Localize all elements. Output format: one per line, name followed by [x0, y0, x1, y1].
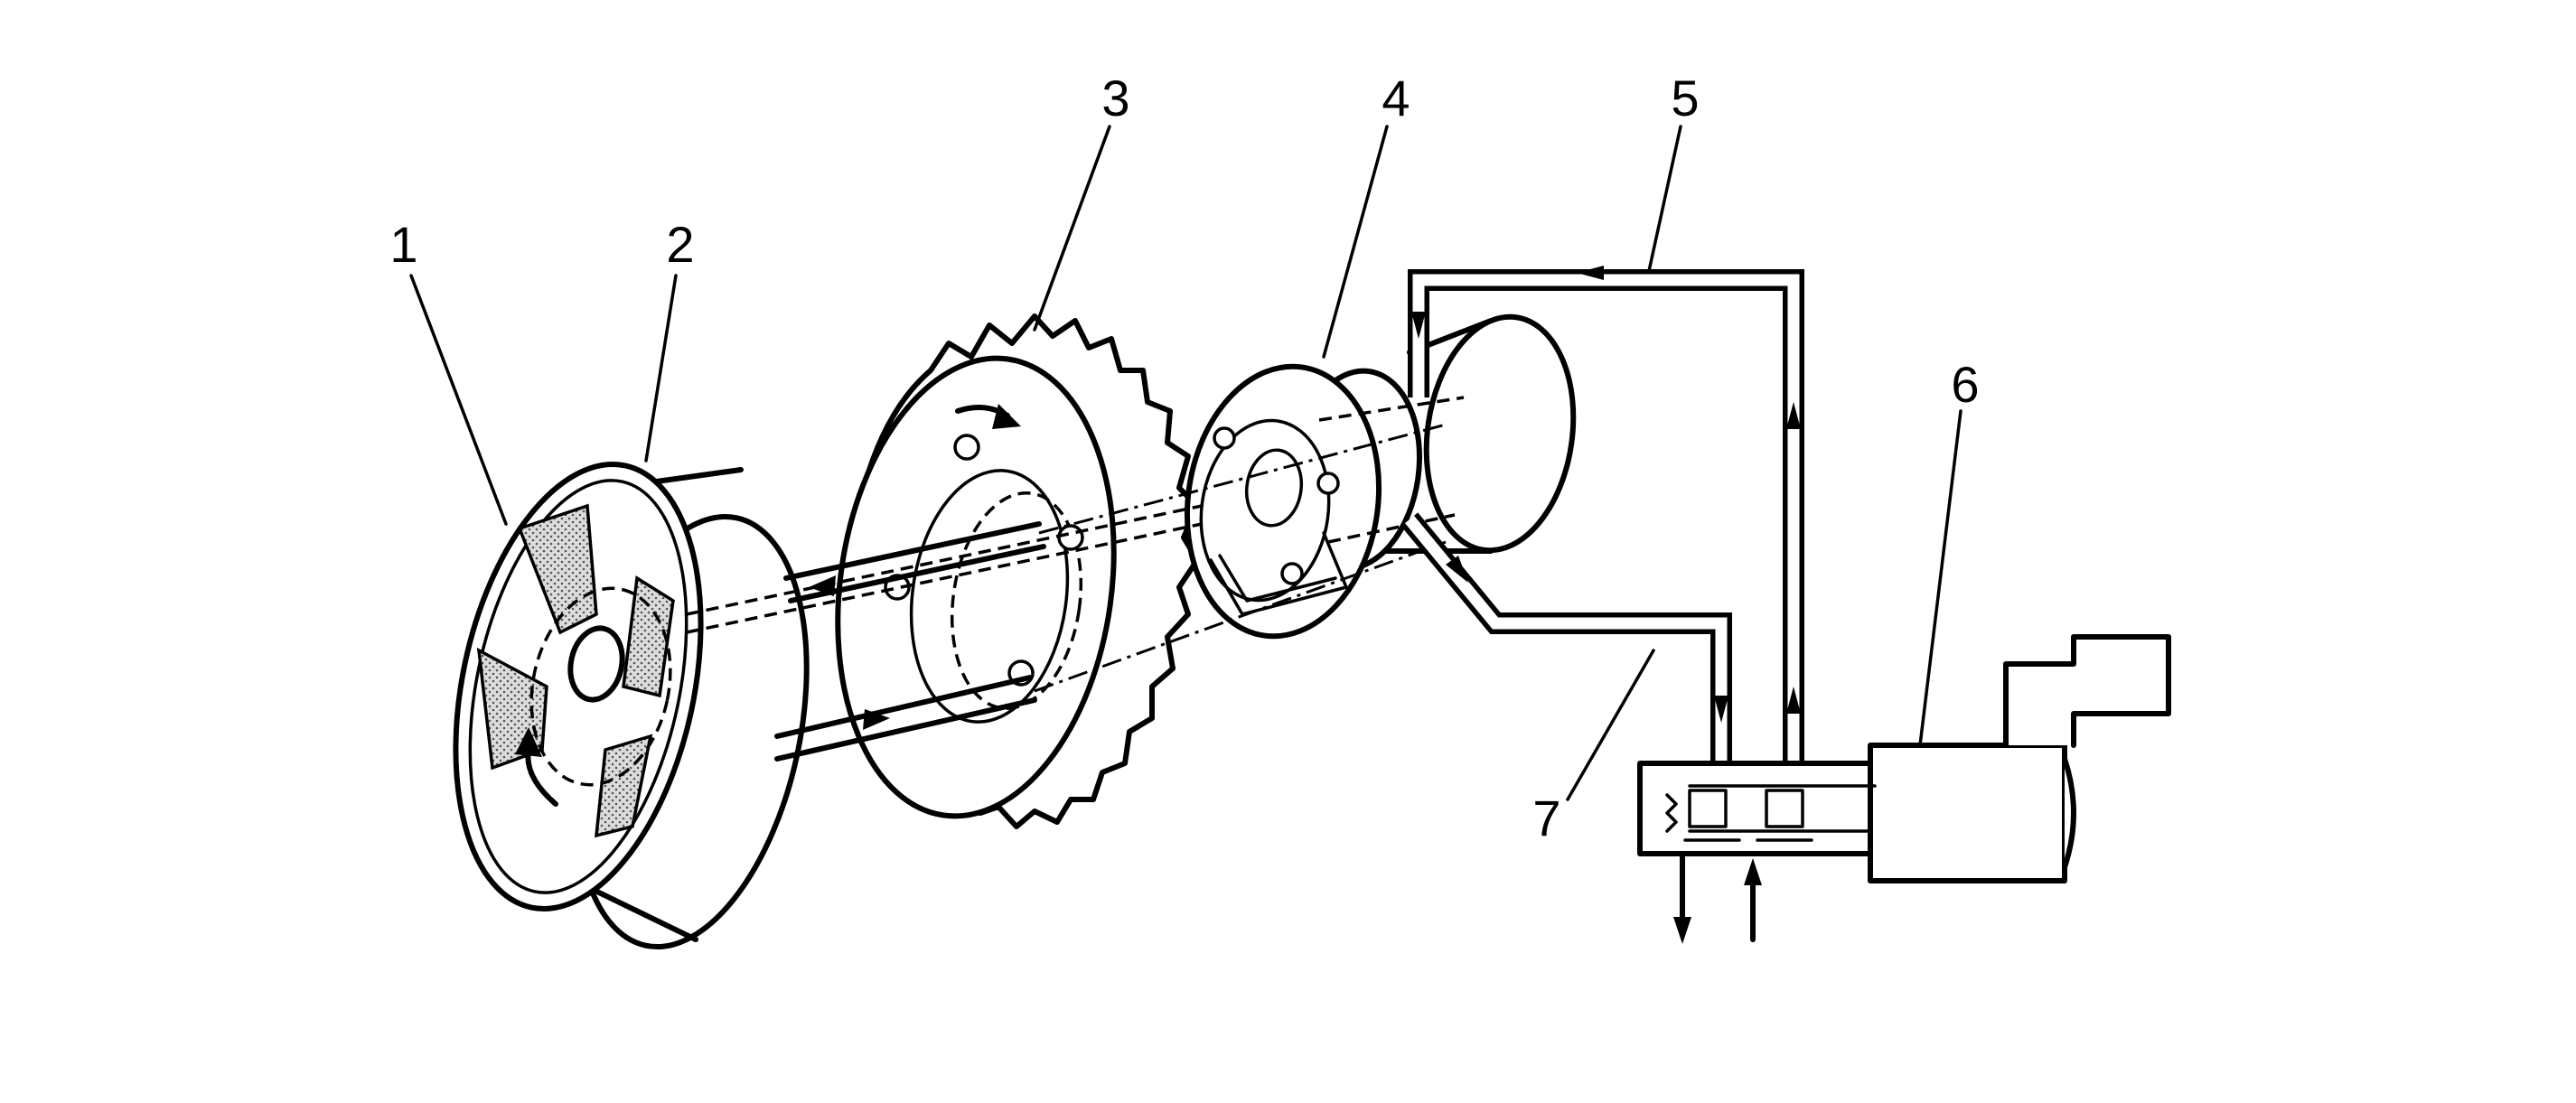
callout-leaders — [409, 125, 1962, 801]
callout-5: 5 — [1671, 70, 1699, 126]
oil-line-5 — [1408, 266, 1804, 768]
cam-sprocket — [835, 313, 1200, 829]
oil-control-valve-body — [1637, 761, 1878, 944]
phaser-rotor-housing — [453, 462, 810, 950]
callout-7: 7 — [1532, 790, 1560, 846]
callout-2: 2 — [666, 216, 694, 273]
oil-line-7 — [1400, 512, 1732, 768]
solenoid-actuator — [1868, 634, 2171, 883]
callout-6: 6 — [1951, 356, 1979, 413]
callout-1: 1 — [389, 216, 417, 273]
callout-labels: 1 2 3 4 5 6 7 — [389, 70, 1979, 846]
callout-3: 3 — [1101, 70, 1129, 126]
camshaft — [1184, 313, 1577, 640]
internal-oil-passages — [686, 423, 1447, 762]
callout-4: 4 — [1382, 70, 1410, 126]
vane-right — [622, 575, 675, 698]
